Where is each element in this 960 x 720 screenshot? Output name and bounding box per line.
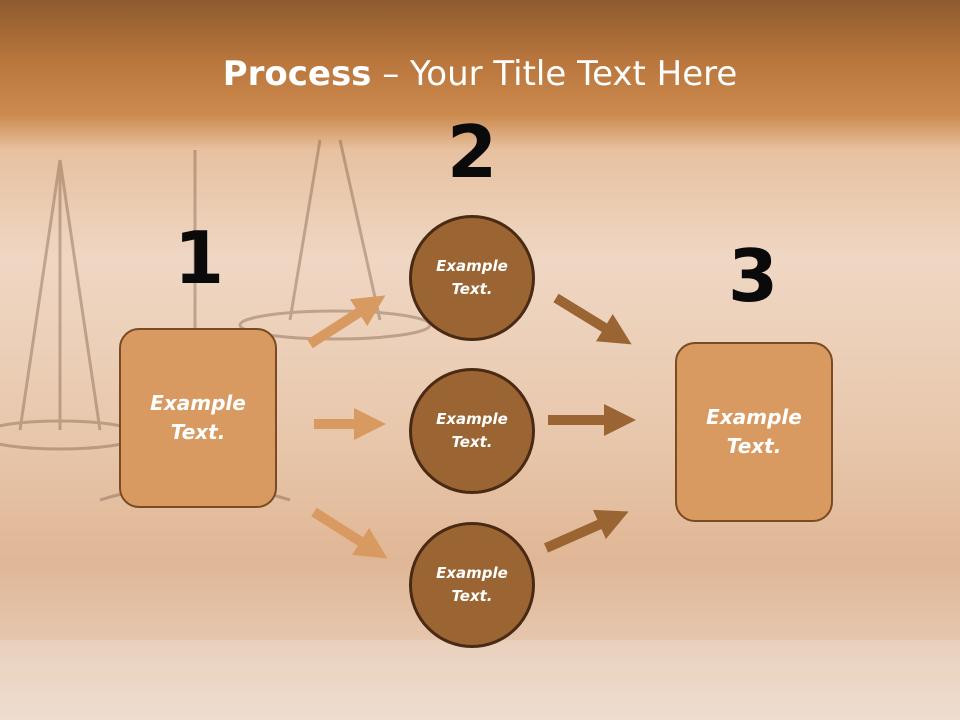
step2-circle-top-text: Example Text. [436,257,508,298]
arrow-bottom-to-step3 [543,509,629,553]
step3-text: Example Text. [706,405,802,458]
step1-text: Example Text. [150,391,246,444]
step2-circle-bottom-text: Example Text. [436,564,508,605]
title-rest: – Your Title Text Here [371,54,738,94]
step2-circle-bottom: Example Text. [409,522,535,648]
arrow-top-to-step3 [553,293,632,345]
step-number-3: 3 [727,234,779,318]
step2-circle-middle: Example Text. [409,368,535,494]
arrow-step1-to-top [307,295,386,349]
step2-circle-middle-text: Example Text. [436,410,508,451]
step3-box: Example Text. [675,342,833,522]
step2-circle-top: Example Text. [409,215,535,341]
arrow-step1-to-bottom [311,507,388,559]
step1-box: Example Text. [119,328,277,508]
title-bold: Process [222,54,372,94]
step-number-1: 1 [173,216,225,300]
step-number-2: 2 [446,110,498,194]
slide-title: Process – Your Title Text Here [0,52,960,96]
